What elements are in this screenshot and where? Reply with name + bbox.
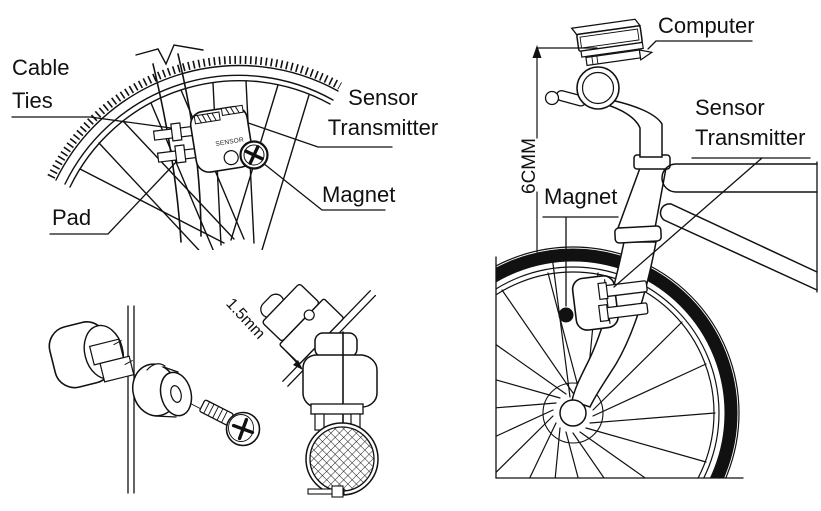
cable-ties-label: Cable Ties — [12, 55, 70, 113]
spoke-magnet-screw — [239, 140, 269, 170]
sensor-transmitter-device — [189, 104, 254, 173]
rim-line — [496, 271, 715, 478]
magnet-exploded-panel — [48, 283, 379, 498]
sensor-transmitter-label-left: Sensor Transmitter — [327, 85, 439, 140]
tire-arc — [55, 64, 339, 181]
break-symbol — [135, 44, 204, 66]
height-dimension-line — [532, 45, 598, 253]
rim-line — [496, 266, 720, 478]
sensor-front-view — [302, 331, 379, 498]
magnet-cylinder — [131, 363, 193, 418]
callout-lines-right — [542, 40, 811, 307]
sensor-adjust-hole — [223, 150, 239, 166]
wheel-closeup-panel — [11, 44, 393, 250]
tire-black-band — [496, 248, 738, 478]
sensor-transmitter-on-fork — [571, 275, 649, 331]
top-tube — [661, 163, 818, 193]
handlebar-cross-section — [576, 66, 620, 110]
hub-circle — [542, 382, 604, 444]
computer-label: Computer — [658, 13, 755, 38]
axle — [559, 399, 587, 427]
magnet-label-right: Magnet — [544, 184, 618, 209]
rim-arc-outer — [64, 74, 334, 185]
cylinder-notch — [146, 363, 166, 371]
spoke-magnet-dot — [558, 307, 574, 323]
cap-clip-insert — [88, 338, 135, 383]
bracket-tab — [638, 49, 654, 61]
head-tube — [616, 167, 667, 229]
phillips-screw — [199, 399, 261, 447]
fork-crown-collar — [614, 225, 662, 244]
stem — [602, 98, 663, 158]
magnet-label-left: Magnet — [322, 182, 396, 207]
gap-dimension-arrow — [281, 346, 303, 370]
callout-lines-left — [11, 115, 393, 235]
rim-arc-inner — [69, 80, 331, 188]
height-dimension-label: 6CMM — [519, 138, 540, 194]
sensor-vent-slots — [193, 104, 244, 125]
tire-outline — [496, 246, 740, 478]
bike-front-panel — [495, 18, 818, 479]
sensor-transmitter-label-right: Sensor Transmitter — [695, 95, 806, 150]
pad-label: Pad — [52, 205, 92, 230]
computer-device — [570, 18, 654, 67]
down-tube — [659, 203, 818, 291]
